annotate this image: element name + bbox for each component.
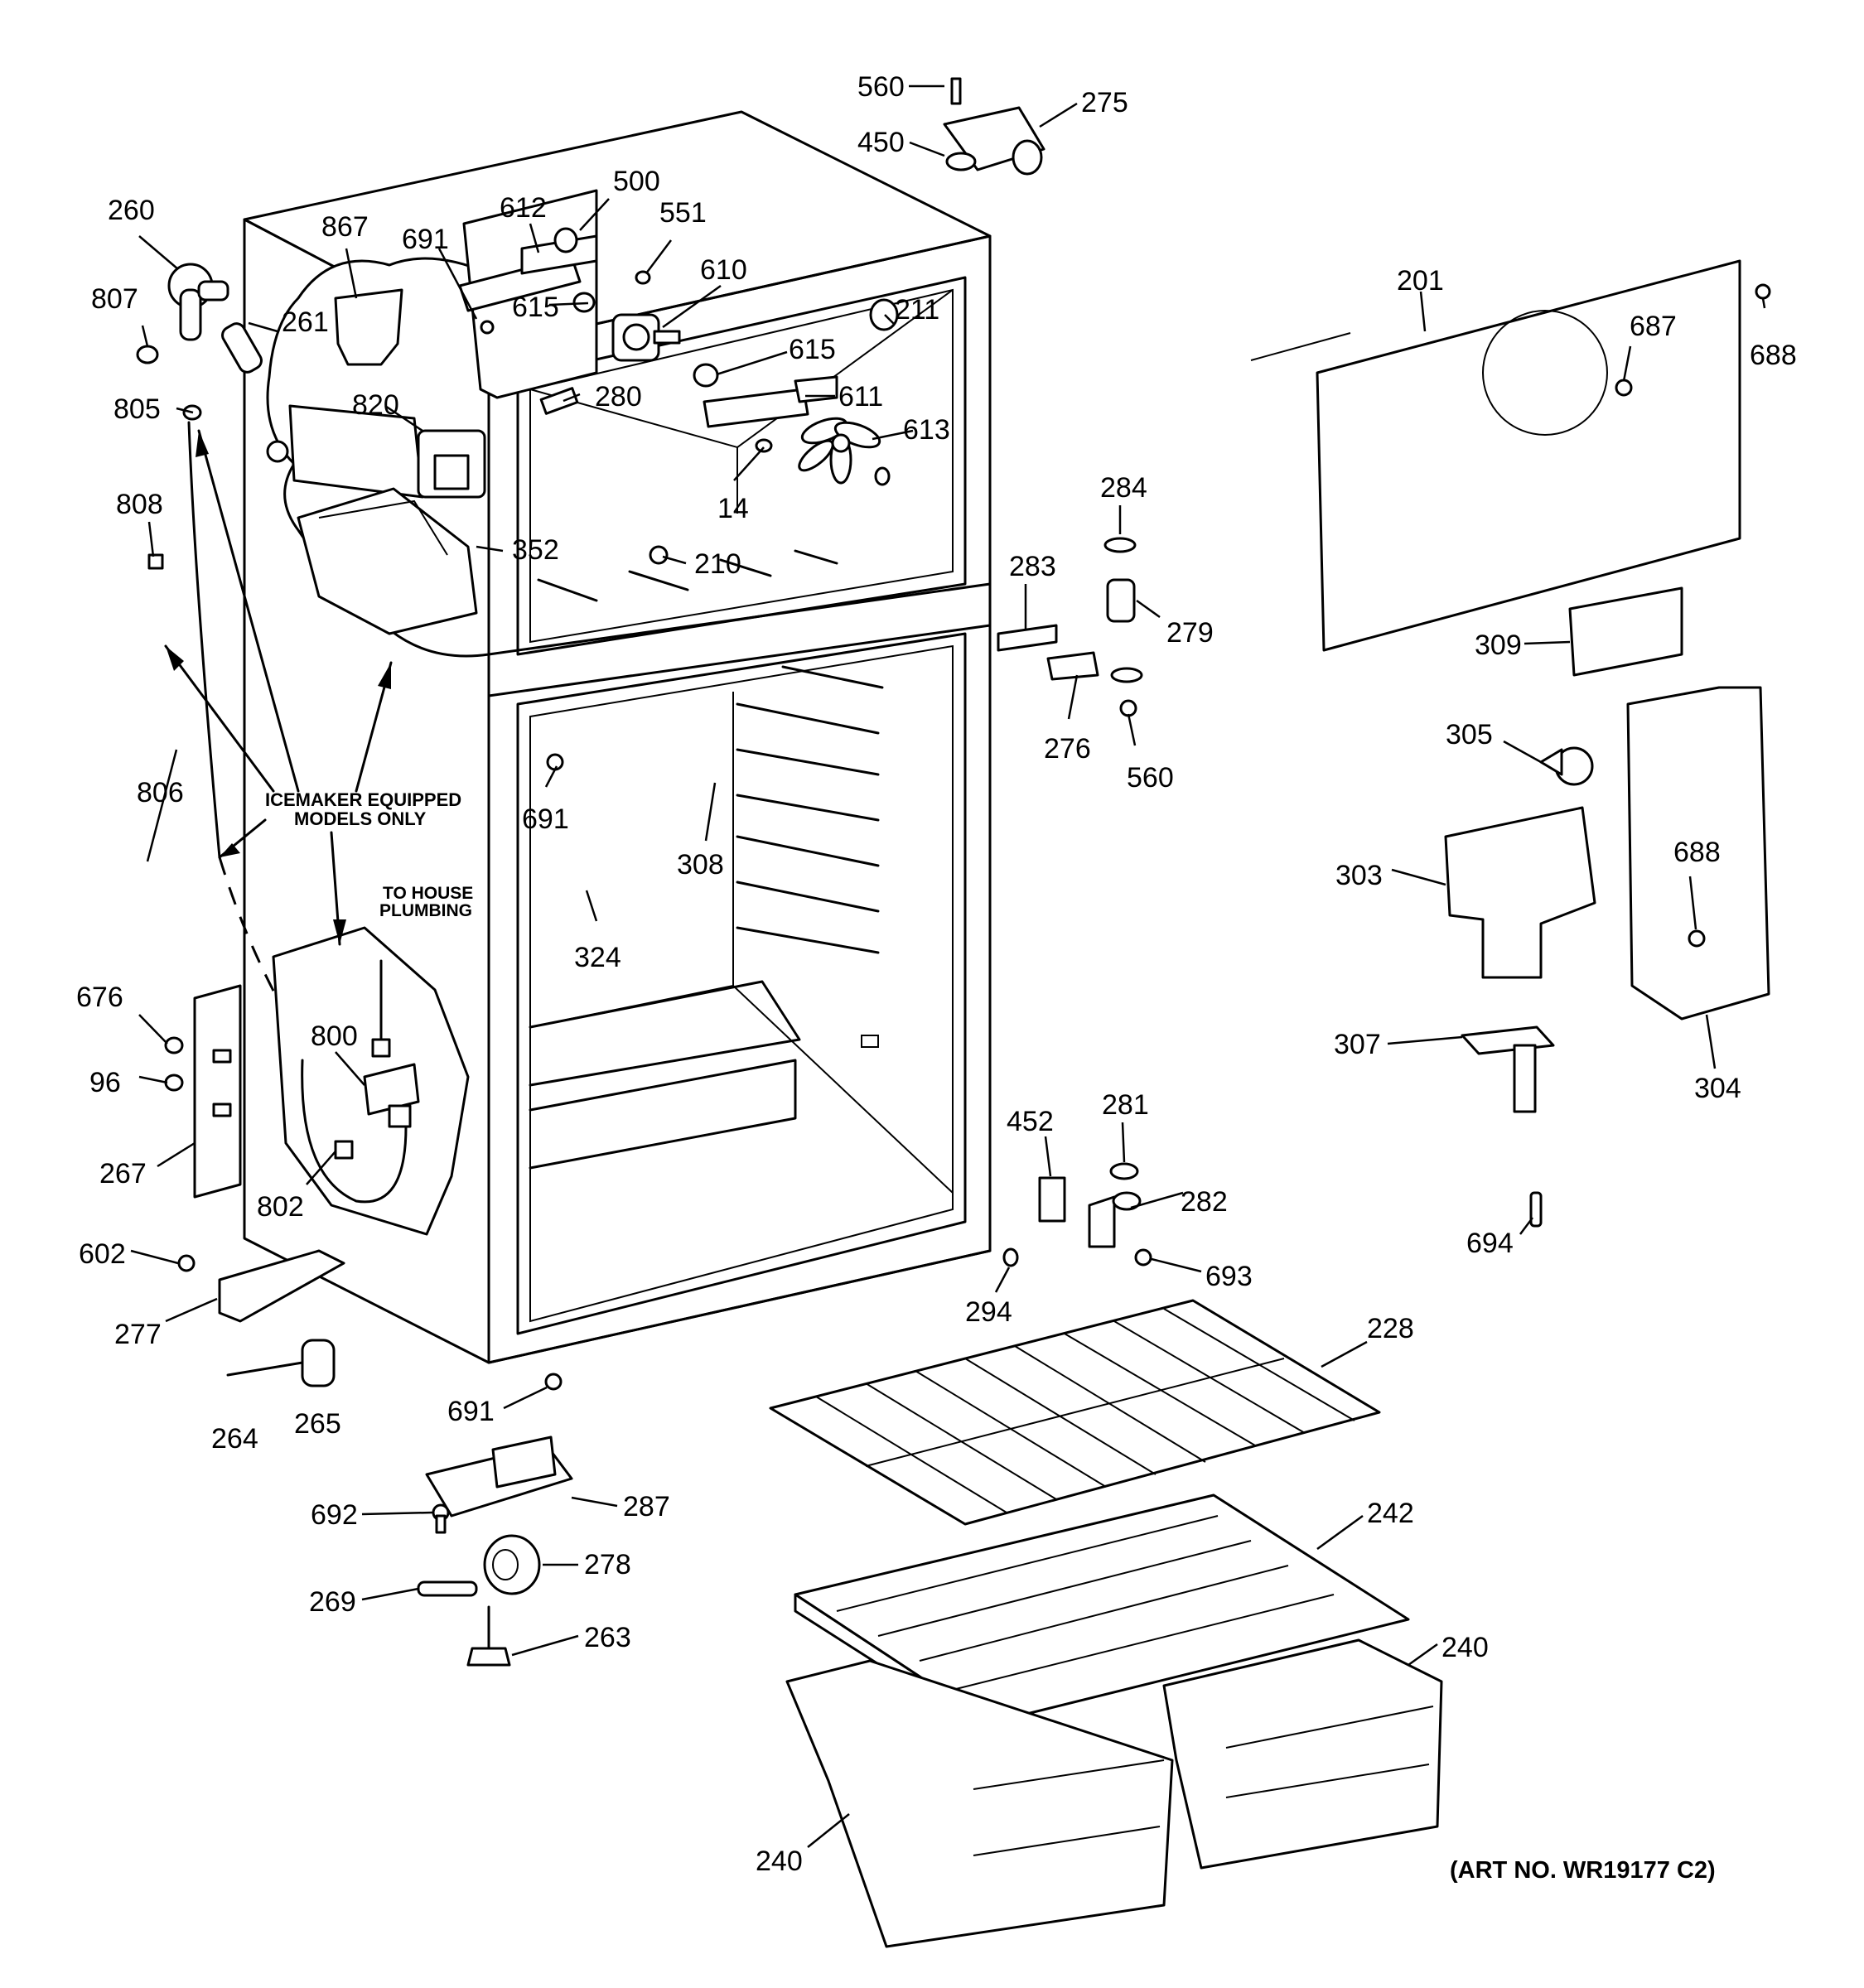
label-560-b: 560 bbox=[1127, 762, 1174, 794]
label-691-c: 691 bbox=[447, 1396, 495, 1427]
label-287: 287 bbox=[623, 1491, 670, 1522]
label-304: 304 bbox=[1694, 1073, 1741, 1104]
label-551: 551 bbox=[659, 197, 707, 229]
label-96: 96 bbox=[89, 1067, 121, 1098]
label-805: 805 bbox=[113, 393, 161, 425]
label-260: 260 bbox=[108, 195, 155, 226]
label-294: 294 bbox=[965, 1296, 1012, 1328]
label-309: 309 bbox=[1475, 630, 1522, 661]
icemaker-note-line1: ICEMAKER EQUIPPED bbox=[265, 789, 461, 810]
label-210: 210 bbox=[694, 548, 741, 580]
light-cover-304 bbox=[1626, 686, 1770, 1021]
plumbing-note-line1: TO HOUSE bbox=[383, 884, 473, 903]
label-324: 324 bbox=[574, 942, 621, 973]
label-560: 560 bbox=[857, 71, 905, 103]
label-615-b: 615 bbox=[789, 334, 836, 365]
label-307: 307 bbox=[1334, 1029, 1381, 1060]
label-201: 201 bbox=[1397, 265, 1444, 297]
label-806: 806 bbox=[137, 777, 184, 808]
label-263: 263 bbox=[584, 1622, 631, 1653]
evaporator-cover-201 bbox=[1316, 259, 1771, 652]
label-264: 264 bbox=[211, 1423, 258, 1455]
label-692: 692 bbox=[311, 1499, 358, 1531]
label-807: 807 bbox=[91, 283, 138, 315]
label-281: 281 bbox=[1102, 1089, 1149, 1121]
part-labels: 560 275 450 500 612 551 260 867 691 610 … bbox=[76, 71, 1797, 1877]
label-305: 305 bbox=[1446, 719, 1493, 750]
label-687: 687 bbox=[1630, 311, 1677, 342]
label-279: 279 bbox=[1166, 617, 1214, 649]
ice-bucket-small bbox=[334, 288, 403, 366]
label-275: 275 bbox=[1081, 87, 1128, 118]
fill-tube bbox=[167, 263, 263, 374]
label-691-b: 691 bbox=[522, 803, 569, 835]
label-352: 352 bbox=[512, 534, 559, 566]
base-bracket-277 bbox=[218, 1249, 345, 1323]
label-228: 228 bbox=[1367, 1313, 1414, 1344]
label-303: 303 bbox=[1335, 860, 1383, 891]
label-688: 688 bbox=[1750, 340, 1797, 371]
label-242: 242 bbox=[1367, 1498, 1414, 1529]
label-267: 267 bbox=[99, 1158, 147, 1189]
label-211: 211 bbox=[895, 294, 939, 326]
label-450: 450 bbox=[857, 127, 905, 158]
hinge-bracket-267 bbox=[193, 984, 242, 1199]
label-691: 691 bbox=[402, 224, 449, 255]
plumbing-note-line2: PLUMBING bbox=[379, 901, 472, 920]
label-820: 820 bbox=[352, 389, 399, 421]
label-615: 615 bbox=[512, 292, 559, 323]
label-808: 808 bbox=[116, 489, 163, 520]
art-number: (ART NO. WR19177 C2) bbox=[1450, 1857, 1716, 1884]
label-261: 261 bbox=[282, 306, 329, 338]
fan-blade bbox=[798, 417, 891, 486]
label-500: 500 bbox=[613, 166, 660, 197]
ice-bin bbox=[297, 487, 478, 635]
roller-278 bbox=[483, 1534, 541, 1595]
label-269: 269 bbox=[309, 1586, 356, 1618]
label-14: 14 bbox=[717, 493, 749, 524]
top-hinge bbox=[943, 77, 1045, 176]
label-276: 276 bbox=[1044, 733, 1091, 765]
label-613: 613 bbox=[903, 414, 950, 446]
label-610: 610 bbox=[700, 254, 747, 286]
label-280: 280 bbox=[595, 381, 642, 413]
label-308: 308 bbox=[677, 849, 724, 881]
fan-bracket bbox=[703, 388, 809, 428]
label-278: 278 bbox=[584, 1549, 631, 1580]
label-694: 694 bbox=[1466, 1228, 1514, 1259]
label-452: 452 bbox=[1007, 1106, 1054, 1137]
grommet-615 bbox=[693, 363, 719, 388]
label-240-b: 240 bbox=[756, 1846, 803, 1877]
label-800: 800 bbox=[311, 1021, 358, 1052]
crisper-drawer-right bbox=[1162, 1638, 1443, 1870]
icemaker bbox=[266, 404, 486, 499]
label-611: 611 bbox=[838, 381, 883, 413]
label-284: 284 bbox=[1100, 472, 1147, 504]
label-277: 277 bbox=[114, 1319, 162, 1350]
leader-lines bbox=[130, 84, 1766, 1848]
icemaker-note-line2: MODELS ONLY bbox=[294, 808, 427, 829]
label-867: 867 bbox=[321, 211, 369, 243]
label-693: 693 bbox=[1205, 1261, 1253, 1292]
label-612: 612 bbox=[500, 192, 547, 224]
label-688-b: 688 bbox=[1673, 837, 1721, 868]
label-602: 602 bbox=[79, 1238, 126, 1270]
icemaker-arrows bbox=[164, 429, 393, 946]
wire-shelf-228 bbox=[769, 1299, 1381, 1526]
control-housing-303 bbox=[1444, 806, 1596, 979]
label-802: 802 bbox=[257, 1191, 304, 1223]
notes: ICEMAKER EQUIPPED MODELS ONLY TO HOUSE P… bbox=[265, 789, 1716, 1884]
thermostat bbox=[611, 313, 681, 362]
label-283: 283 bbox=[1009, 551, 1056, 582]
label-265: 265 bbox=[294, 1408, 341, 1440]
label-282: 282 bbox=[1181, 1186, 1228, 1218]
label-676: 676 bbox=[76, 982, 123, 1013]
grommet-211 bbox=[869, 298, 899, 331]
crisper-drawer-left bbox=[785, 1659, 1174, 1948]
water-valve-inset bbox=[272, 926, 470, 1236]
label-240: 240 bbox=[1441, 1632, 1489, 1663]
